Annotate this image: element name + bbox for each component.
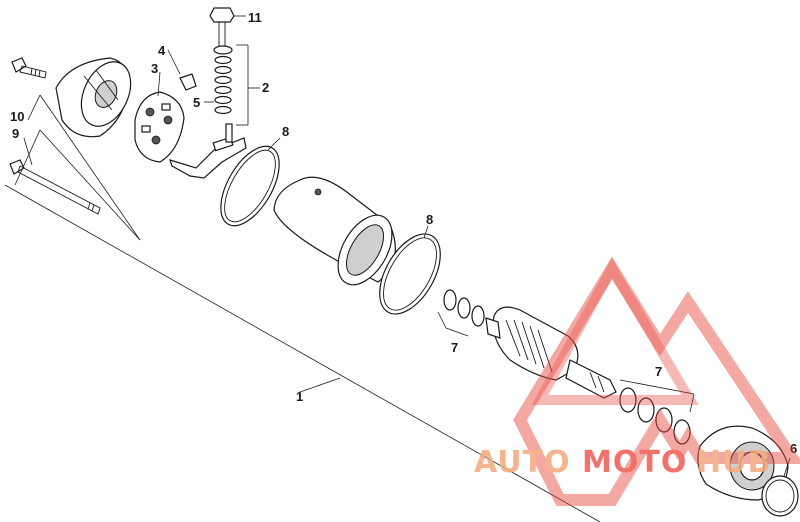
motor-yoke-housing [273,176,396,286]
watermark-text-part2: MOTO [582,445,687,480]
leader-lines [23,15,791,477]
callout-11: 11 [248,10,262,25]
watermark-text-part1: AUTO [474,445,571,480]
front-drive-housing [697,425,789,501]
long-through-bolt [9,159,101,215]
callout-labels: 1 2 3 4 5 6 7 7 8 8 9 10 11 [10,10,797,456]
callout-2: 2 [262,80,269,95]
armature [485,306,617,399]
callout-6: 6 [790,441,797,456]
callout-1: 1 [296,389,303,404]
watermark-triangle-logo-icon [513,256,800,506]
terminal-hardware-stack [209,7,260,126]
callout-7-right: 7 [655,364,662,379]
o-ring-lower [379,233,441,315]
assembly-bracket [4,94,601,522]
callout-4: 4 [158,43,166,58]
callout-8-lower: 8 [426,212,433,227]
callout-9: 9 [12,126,19,141]
short-bolt [11,57,47,79]
callout-3: 3 [151,61,158,76]
o-ring-front [761,475,799,517]
callout-5: 5 [193,95,200,110]
automotohub-watermark: AUTO MOTO HUB [474,256,800,506]
terminal-bracket [169,123,247,179]
brush-holder-plate [134,91,185,163]
washer-set-left [437,289,485,337]
washer-set-right [619,379,695,445]
o-ring-upper [220,145,280,227]
rear-end-cover [55,57,132,138]
callout-10: 10 [10,109,24,124]
callout-8-upper: 8 [282,124,289,139]
watermark-text-part3: HUB [696,445,771,480]
callout-7-left: 7 [451,340,458,355]
brush-clip [179,73,197,91]
